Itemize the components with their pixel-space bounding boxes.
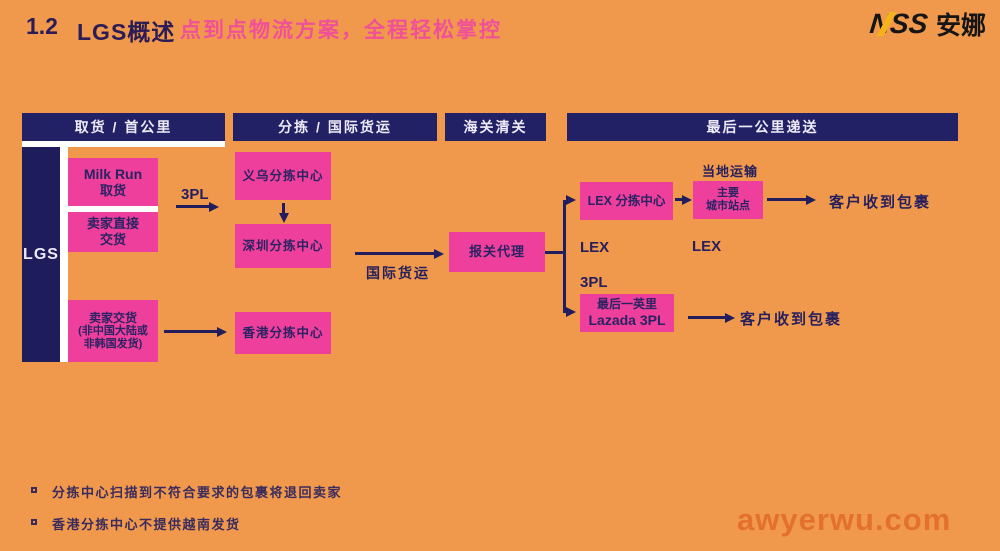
- node-line: Lazada 3PL: [588, 311, 666, 328]
- divider-gap: [68, 206, 158, 212]
- label-branch-lex: LEX: [580, 239, 610, 256]
- node-shenzhen-sorting-center: 深圳分拣中心: [235, 224, 331, 268]
- header-underline: [22, 141, 225, 147]
- node-yiwu-sorting-center: 义乌分拣中心: [235, 152, 331, 200]
- column-header-last-mile-delivery: 最后一公里递送: [567, 113, 958, 141]
- node-line: LEX 分拣中心: [587, 193, 666, 208]
- label-branch-3pl: 3PL: [580, 274, 608, 291]
- node-line: Milk Run: [83, 165, 143, 182]
- node-last-mile-lazada-3pl: 最后一英里 Lazada 3PL: [580, 294, 674, 332]
- node-hongkong-sorting-center: 香港分拣中心: [235, 312, 331, 354]
- label-local-transport: 当地运输: [702, 164, 759, 179]
- node-line: 取货: [99, 182, 126, 198]
- node-line: 卖家直接: [86, 216, 139, 232]
- node-line: 城市站点: [706, 200, 750, 212]
- note-bullet-icon: [31, 487, 37, 493]
- label-international-freight: 国际货运: [366, 265, 430, 281]
- title-number: 1.2: [26, 13, 58, 39]
- note-bullet-icon: [31, 519, 37, 525]
- node-line: 香港分拣中心: [242, 325, 324, 340]
- column-header-customs-clearance: 海关清关: [445, 113, 546, 141]
- divider-strip: [60, 147, 68, 362]
- node-lex-sorting-center: LEX 分拣中心: [580, 182, 673, 220]
- lgs-label: LGS: [23, 245, 59, 263]
- node-line: 深圳分拣中心: [242, 238, 324, 253]
- column-header-pickup-first-mile: 取货 / 首公里: [22, 113, 225, 141]
- node-seller-delivery-nonchina: 卖家交货 (非中国大陆或 非韩国发货): [68, 300, 158, 362]
- node-line: 报关代理: [468, 244, 525, 260]
- label-3pl-first-mile: 3PL: [181, 186, 209, 203]
- node-line: (非中国大陆或: [78, 325, 148, 337]
- lgs-sidebar: LGS: [22, 147, 60, 362]
- label-last-mile-lex: LEX: [692, 238, 722, 255]
- node-customs-broker: 报关代理: [449, 232, 545, 272]
- node-main-city-station: 主要 城市站点: [693, 181, 763, 219]
- node-line: 主要: [717, 186, 739, 199]
- brand-logo: NSS 安娜: [869, 6, 986, 42]
- column-header-sorting-intl-freight: 分拣 / 国际货运: [233, 113, 437, 141]
- label-customer-received-top: 客户收到包裹: [829, 194, 932, 211]
- node-milk-run-pickup: Milk Run 取货: [68, 158, 158, 206]
- footnote-return-policy: 分拣中心扫描到不符合要求的包裹将退回卖家: [52, 485, 343, 500]
- footnote-vietnam-shipping: 香港分拣中心不提供越南发货: [52, 517, 241, 532]
- node-line: 交货: [99, 232, 126, 247]
- page-title: LGS概述: [77, 19, 176, 45]
- node-seller-direct-delivery: 卖家直接 交货: [68, 212, 158, 252]
- node-line: 最后一英里: [596, 297, 657, 312]
- node-line: 非韩国发货): [83, 338, 143, 351]
- logo-brand-name: 安娜: [935, 12, 986, 40]
- node-line: 义乌分拣中心: [242, 168, 324, 183]
- watermark-text: awyerwu.com: [737, 502, 952, 537]
- page-subtitle: 点到点物流方案，全程轻松掌控: [180, 19, 502, 42]
- label-customer-received-bottom: 客户收到包裹: [740, 311, 843, 328]
- node-line: 卖家交货: [88, 310, 137, 325]
